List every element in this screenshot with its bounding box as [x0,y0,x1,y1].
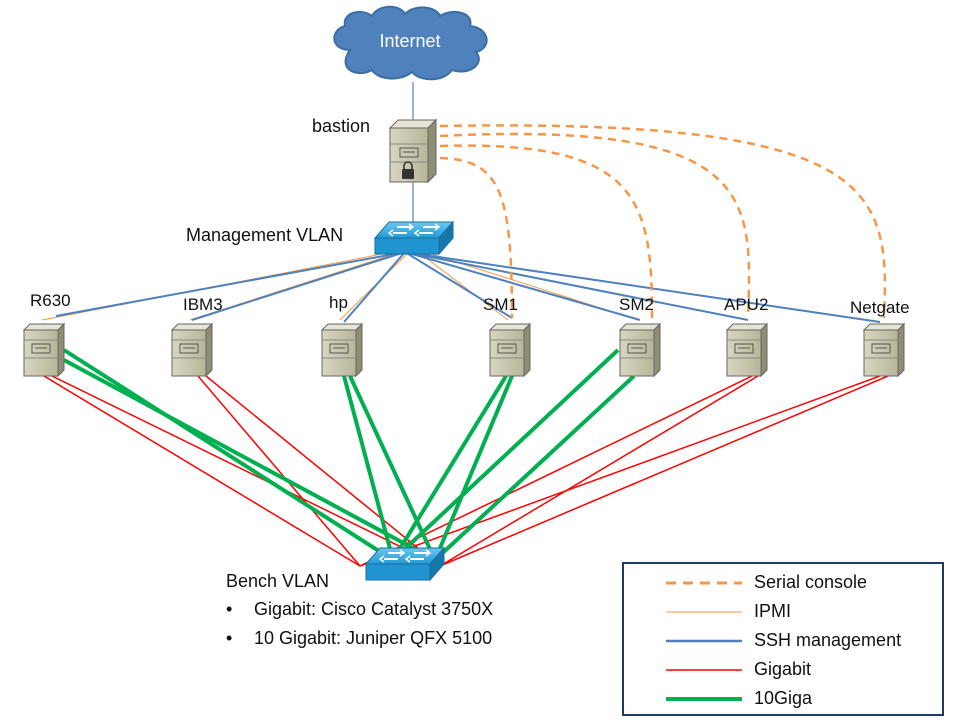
bench-vlan-info: Bench VLAN •Gigabit: Cisco Catalyst 3750… [226,571,493,654]
legend-item-ssh: SSH management [624,627,942,655]
bastion-server-icon [388,118,438,184]
server-label-sm2: SM2 [619,295,654,314]
tengig-link [391,348,620,562]
legend-item-gigabit: Gigabit [624,656,942,684]
tengig-link [391,374,508,562]
management-switch-icon [373,220,455,256]
ssh-link [404,251,513,319]
bench-item-text: Gigabit: Cisco Catalyst 3750X [254,599,494,619]
links [41,124,889,567]
legend-label: Gigabit [754,659,812,679]
legend-swatch-ipmi [666,611,742,613]
tengig-link [62,348,395,562]
legend-item-10giga: 10Giga [624,685,942,713]
gigabit-link [205,375,441,567]
legend-label: Serial console [754,572,868,592]
tengig-link [433,375,514,561]
legend-swatch-10giga [666,697,742,701]
bastion-label: bastion [312,116,371,136]
tengig-link [348,375,437,561]
tengig-link [63,358,436,562]
legend-swatch-gigabit [666,669,742,671]
ssh-link [55,251,406,317]
server-label-netgate: Netgate [850,298,910,317]
server-icon-sm1 [488,322,532,378]
legend-swatch-serial [666,581,742,585]
internet-label: Internet [379,31,441,51]
server-label-apu2: APU2 [724,295,769,314]
serial-console-link [439,156,514,319]
ssh-link [343,251,406,323]
bench-item-text: 10 Gigabit: Juniper QFX 5100 [254,628,493,648]
management-vlan-label: Management VLAN [186,225,344,245]
legend: Serial console IPMI SSH management Gigab… [622,562,944,716]
server-icon-ibm3 [170,322,214,378]
bench-vlan-list: •Gigabit: Cisco Catalyst 3750X •10 Gigab… [226,596,493,651]
serial-console-link [439,144,654,319]
legend-label: IPMI [754,601,792,621]
ssh-link [404,251,749,321]
server-icon-apu2 [725,322,769,378]
bench-vlan-title: Bench VLAN [226,571,330,591]
server-icon-netgate [862,322,906,378]
serial-console-link [439,132,751,319]
legend-item-ipmi: IPMI [624,598,942,626]
gigabit-link [197,375,361,567]
internet-cloud-icon [333,5,488,81]
server-icons [22,322,906,378]
gigabit-link [43,375,361,567]
server-label-hp: hp [329,293,348,312]
legend-swatch-ssh [666,639,742,643]
gigabit-link [51,375,441,567]
ssh-link [191,251,406,321]
tengig-link [342,375,395,561]
server-icon-hp [320,322,364,378]
bench-vlan-item: •Gigabit: Cisco Catalyst 3750X [226,599,494,619]
legend-item-serial: Serial console [624,569,942,597]
ssh-link [404,251,641,321]
tengig-link [433,374,636,562]
bench-switch-icon [364,546,446,582]
server-label-r630: R630 [30,291,71,310]
bench-vlan-item: •10 Gigabit: Juniper QFX 5100 [226,628,493,648]
gigabit-link [439,375,759,567]
legend-label: 10Giga [754,688,813,708]
legend-label: SSH management [754,630,902,650]
server-label-ibm3: IBM3 [183,295,223,314]
server-icon-r630 [22,322,66,378]
gigabit-link [359,375,881,567]
server-icon-sm2 [618,322,662,378]
gigabit-link [439,375,889,567]
server-label-sm1: SM1 [483,295,518,314]
ssh-link [404,251,881,323]
ipmi-link [412,247,509,321]
serial-console-link [439,124,887,319]
